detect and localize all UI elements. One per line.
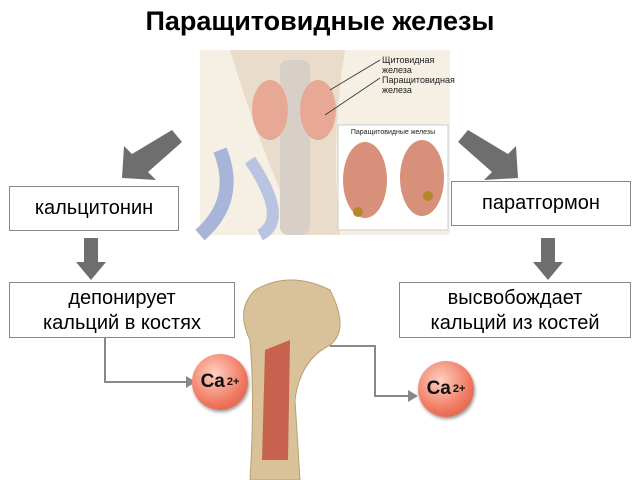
deposit-calcium-box: депонирует кальций в костях [9, 282, 235, 338]
bone-illustration [243, 279, 341, 480]
connectors [104, 338, 410, 397]
inset-parathyroid [337, 124, 449, 231]
arrow-down-left-2 [76, 238, 106, 280]
right-effect-line2: кальций из костей [430, 312, 600, 334]
page-title: Паращитовидные железы [145, 6, 495, 36]
thyroid-label: Щитовидная железа [382, 55, 435, 75]
left-effect-line2: кальций в костях [42, 312, 202, 334]
arrow-down-left [122, 130, 182, 180]
arrow-down-right-2 [533, 238, 563, 280]
arrows [76, 130, 563, 280]
release-calcium-box: высвобождает кальций из костей [399, 282, 631, 338]
parathormone-box: паратгормон [451, 181, 631, 226]
inset-label: Паращитовидные железы [350, 129, 436, 136]
parathyroid-label: Паращитовидная железа [382, 75, 455, 95]
right-effect-line1: высвобождает [447, 287, 583, 309]
arrow-down-right [458, 130, 518, 180]
calcitonin-box: кальцитонин [9, 186, 179, 231]
left-effect-line1: депонирует [68, 287, 176, 309]
